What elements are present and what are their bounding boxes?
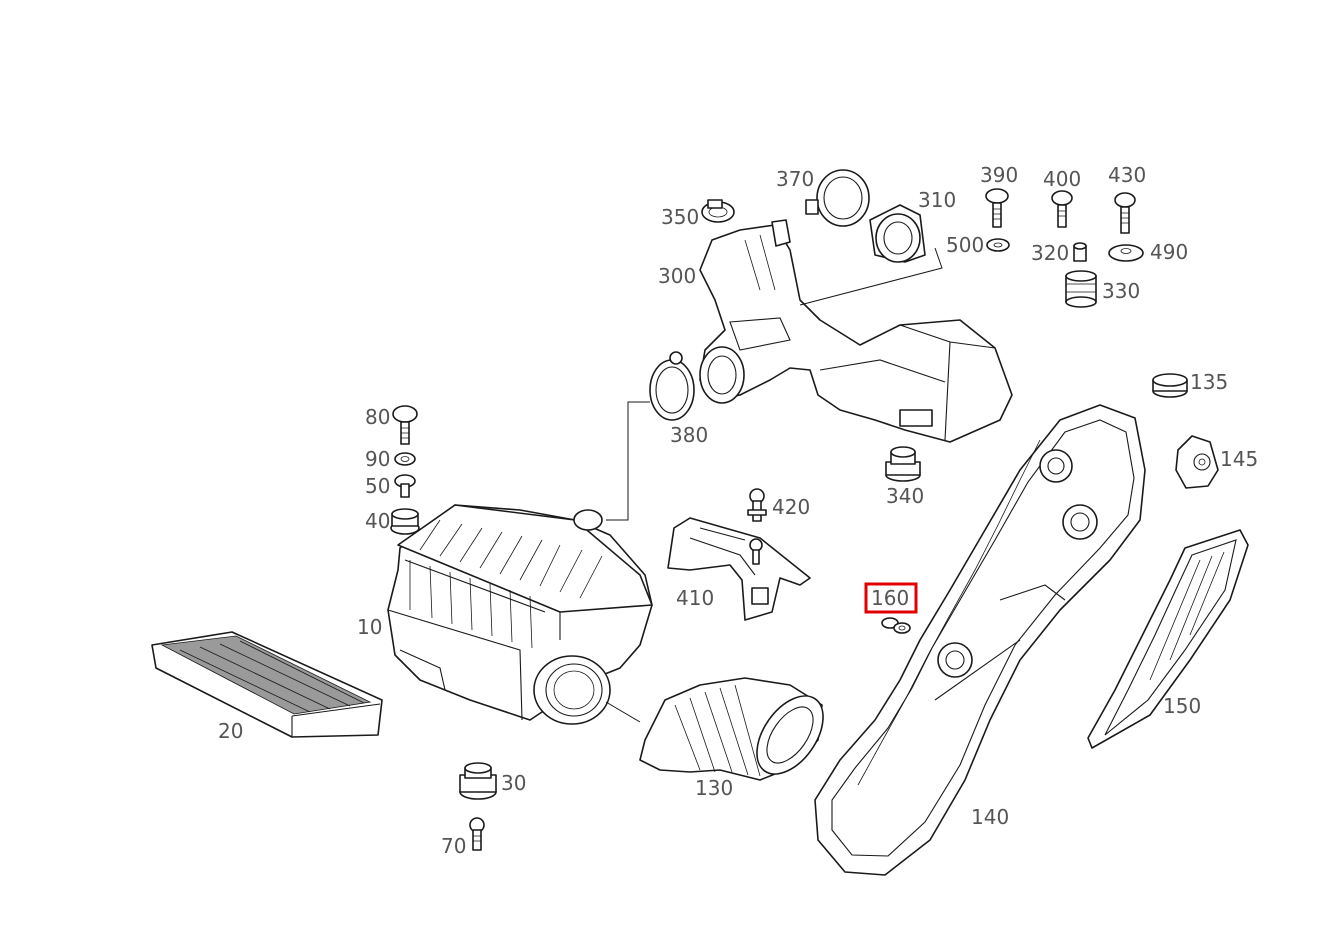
- label-90: 90: [365, 447, 390, 471]
- label-350: 350: [661, 205, 699, 229]
- part-140-air-duct[interactable]: [814, 404, 1146, 876]
- part-370-clamp-band[interactable]: [805, 169, 870, 227]
- label-430: 430: [1108, 163, 1146, 187]
- part-90-washer[interactable]: [394, 452, 416, 466]
- part-330-rubber-mount[interactable]: [1065, 270, 1097, 308]
- part-70-ball-stud[interactable]: [469, 817, 485, 851]
- label-300: 300: [658, 264, 696, 288]
- label-380: 380: [670, 423, 708, 447]
- label-130: 130: [695, 776, 733, 800]
- label-310: 310: [918, 188, 956, 212]
- part-150-cover[interactable]: [1087, 529, 1249, 749]
- label-80: 80: [365, 405, 390, 429]
- part-135-cap[interactable]: [1152, 373, 1188, 398]
- label-490: 490: [1150, 240, 1188, 264]
- part-50-grommet[interactable]: [394, 474, 416, 498]
- part-400-bolt[interactable]: [1051, 190, 1073, 228]
- label-10: 10: [357, 615, 382, 639]
- part-410-bracket[interactable]: [667, 517, 811, 621]
- label-135: 135: [1190, 370, 1228, 394]
- part-350-hose-clamp[interactable]: [701, 199, 735, 223]
- part-310-connecting-sleeve[interactable]: [799, 204, 943, 306]
- part-490-washer[interactable]: [1108, 244, 1144, 262]
- label-50: 50: [365, 474, 390, 498]
- part-20-air-filter-element[interactable]: [151, 631, 383, 738]
- label-500: 500: [946, 233, 984, 257]
- part-30-rubber-bushing[interactable]: [459, 762, 497, 800]
- label-150: 150: [1163, 694, 1201, 718]
- part-430-bolt[interactable]: [1114, 192, 1136, 234]
- part-40-rubber-mount[interactable]: [390, 508, 420, 535]
- part-420-ball-stud[interactable]: [747, 488, 767, 522]
- part-80-bolt[interactable]: [392, 405, 418, 445]
- label-390: 390: [980, 163, 1018, 187]
- part-130-intake-hose[interactable]: [605, 677, 837, 786]
- part-380-hose-clamp[interactable]: [606, 351, 695, 521]
- part-160-clip[interactable]: [881, 617, 911, 634]
- label-140: 140: [971, 805, 1009, 829]
- part-145-holder[interactable]: [1175, 435, 1219, 489]
- label-340: 340: [886, 484, 924, 508]
- part-320-spacer[interactable]: [1073, 242, 1087, 262]
- label-370: 370: [776, 167, 814, 191]
- label-40: 40: [365, 509, 390, 533]
- label-330: 330: [1102, 279, 1140, 303]
- part-300-intake-duct[interactable]: [699, 219, 1013, 443]
- highlight-box-160: [864, 582, 918, 614]
- part-390-bolt[interactable]: [985, 188, 1009, 228]
- label-30: 30: [501, 771, 526, 795]
- part-340-rubber-bushing[interactable]: [885, 446, 921, 482]
- label-410: 410: [676, 586, 714, 610]
- part-10-air-filter-housing[interactable]: [387, 504, 653, 725]
- label-145: 145: [1220, 447, 1258, 471]
- label-320: 320: [1031, 241, 1069, 265]
- label-420: 420: [772, 495, 810, 519]
- label-400: 400: [1043, 167, 1081, 191]
- part-500-washer[interactable]: [986, 238, 1010, 252]
- label-20: 20: [218, 719, 243, 743]
- label-160[interactable]: 160: [871, 586, 909, 610]
- label-70: 70: [441, 834, 466, 858]
